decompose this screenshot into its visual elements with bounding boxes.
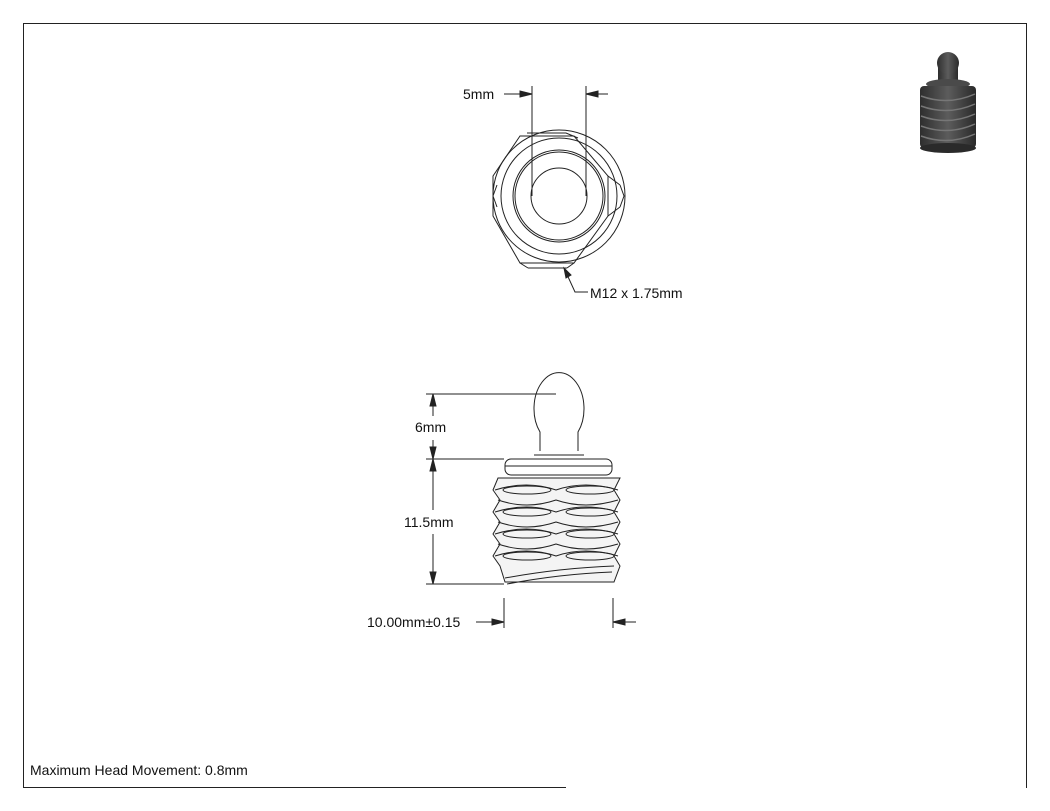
body-diameter-label: 10.00mm±0.15: [367, 614, 461, 630]
side-view: [492, 372, 621, 585]
ball-height-label: 6mm: [415, 419, 447, 435]
ball-plunger-3d-thumbnail-icon: [920, 52, 976, 153]
top-dimensions: [504, 86, 608, 293]
top-view: [492, 129, 626, 269]
side-dimensions: [426, 393, 636, 628]
max-head-movement-note: Maximum Head Movement: 0.8mm: [30, 762, 248, 778]
body-height-label: 11.5mm: [404, 514, 454, 530]
hole-diameter-label: 5mm: [463, 86, 495, 102]
thread-spec-label: M12 x 1.75mm: [590, 285, 683, 301]
